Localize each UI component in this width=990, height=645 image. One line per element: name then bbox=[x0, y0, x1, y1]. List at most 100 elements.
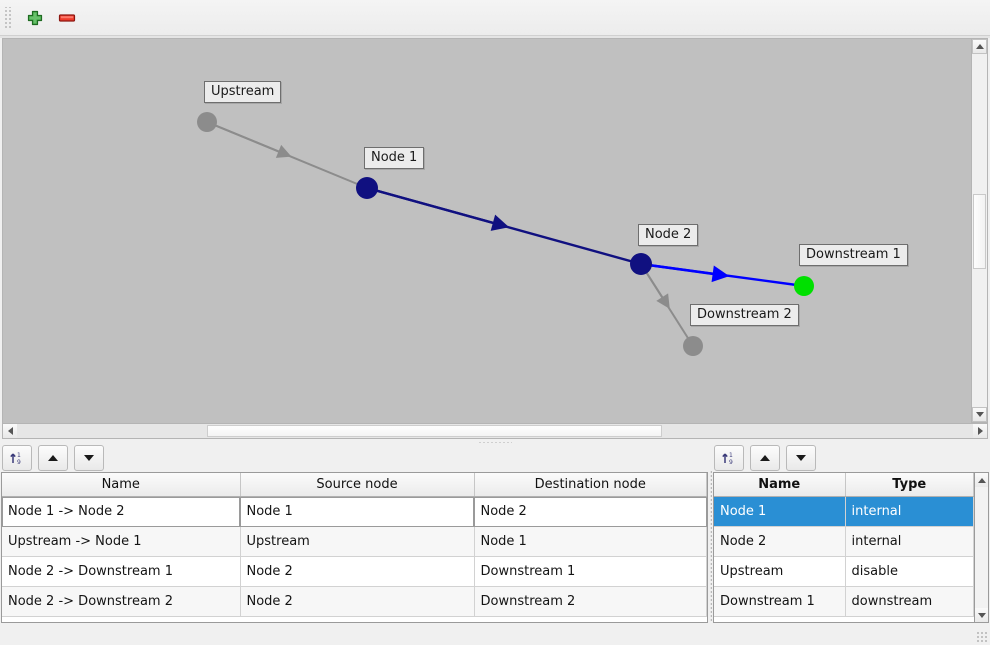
edges-table[interactable]: Name Source node Destination node Node 1… bbox=[1, 472, 708, 623]
triangle-down-icon bbox=[84, 455, 94, 461]
toolbar-drag-handle[interactable] bbox=[3, 7, 13, 29]
edges-cell-source[interactable]: Node 2 bbox=[240, 556, 475, 587]
table-row[interactable]: Node 2 -> Downstream 1 Node 2 Downstream… bbox=[2, 556, 707, 587]
nodes-panel: 1 9 Name Type bbox=[712, 443, 990, 645]
nodes-sort-button[interactable]: 1 9 bbox=[714, 445, 744, 471]
table-row[interactable]: Node 2 internal bbox=[714, 526, 974, 557]
nodes-header-row: Name Type bbox=[714, 473, 974, 497]
table-row[interactable]: Node 1 internal bbox=[714, 496, 974, 527]
nodes-col-name[interactable]: Name bbox=[714, 473, 846, 497]
nodes-table[interactable]: Name Type Node 1 internal Node 2 interna… bbox=[713, 472, 975, 623]
table-row[interactable]: Upstream -> Node 1 Upstream Node 1 bbox=[2, 526, 707, 557]
canvas-vertical-scroll-thumb[interactable] bbox=[973, 194, 986, 269]
edges-move-down-button[interactable] bbox=[74, 445, 104, 471]
canvas-scroll-left-button[interactable] bbox=[3, 424, 17, 438]
edges-col-source[interactable]: Source node bbox=[240, 473, 475, 497]
nodes-move-up-button[interactable] bbox=[750, 445, 780, 471]
table-row[interactable]: Node 2 -> Downstream 2 Node 2 Downstream… bbox=[2, 586, 707, 617]
red-minus-icon bbox=[58, 14, 76, 22]
green-plus-icon bbox=[27, 10, 43, 26]
nodes-cell-name[interactable]: Downstream 1 bbox=[714, 586, 846, 617]
window-resize-grip[interactable] bbox=[976, 631, 988, 643]
graph-node-downstream1[interactable] bbox=[794, 276, 814, 296]
edges-move-up-button[interactable] bbox=[38, 445, 68, 471]
edges-cell-destination[interactable]: Node 2 bbox=[474, 496, 707, 527]
node-label-downstream2[interactable]: Downstream 2 bbox=[690, 304, 799, 326]
svg-text:1: 1 bbox=[729, 452, 733, 459]
nodes-cell-name[interactable]: Node 2 bbox=[714, 526, 846, 557]
edges-sort-button[interactable]: 1 9 bbox=[2, 445, 32, 471]
remove-node-button[interactable] bbox=[51, 3, 83, 33]
nodes-cell-type[interactable]: disable bbox=[845, 556, 974, 587]
edge-node2-to-downstream2[interactable] bbox=[640, 263, 694, 347]
edge-upstream-to-node1[interactable] bbox=[206, 121, 368, 189]
nodes-cell-type[interactable]: internal bbox=[845, 526, 974, 557]
edges-cell-destination[interactable]: Downstream 1 bbox=[474, 556, 707, 587]
chevron-down-icon bbox=[977, 612, 986, 618]
edges-cell-name[interactable]: Node 2 -> Downstream 2 bbox=[2, 586, 241, 617]
sort-ascending-icon: 1 9 bbox=[10, 452, 21, 466]
nodes-scroll-down-button[interactable] bbox=[975, 608, 988, 622]
splitter-grip-icon bbox=[478, 441, 512, 444]
chevron-right-icon bbox=[977, 427, 983, 435]
nodes-scroll-up-button[interactable] bbox=[975, 473, 988, 487]
canvas-horizontal-scroll-thumb[interactable] bbox=[207, 425, 662, 437]
nodes-grid: Name Type Node 1 internal Node 2 interna… bbox=[714, 473, 974, 617]
chevron-down-icon bbox=[975, 412, 984, 417]
edges-toolbar: 1 9 bbox=[2, 445, 104, 471]
triangle-down-icon bbox=[796, 455, 806, 461]
edges-header-row: Name Source node Destination node bbox=[2, 473, 707, 497]
canvas-scroll-down-button[interactable] bbox=[972, 407, 987, 422]
canvas-vertical-scrollbar[interactable] bbox=[971, 38, 988, 423]
chevron-up-icon bbox=[977, 477, 986, 483]
edges-panel: 1 9 Name Source n bbox=[0, 443, 710, 645]
node-label-node1[interactable]: Node 1 bbox=[364, 147, 425, 169]
graph-canvas[interactable]: Upstream Node 1 Node 2 Downstream 1 Down… bbox=[2, 38, 988, 438]
nodes-cell-name[interactable]: Node 1 bbox=[714, 496, 846, 527]
nodes-move-down-button[interactable] bbox=[786, 445, 816, 471]
edge-node1-to-node2[interactable] bbox=[366, 186, 642, 266]
svg-text:9: 9 bbox=[17, 459, 21, 466]
edges-cell-name[interactable]: Node 1 -> Node 2 bbox=[2, 496, 241, 527]
nodes-table-scrollbar[interactable] bbox=[974, 472, 989, 623]
edges-cell-source[interactable]: Upstream bbox=[240, 526, 475, 557]
canvas-horizontal-scrollbar[interactable] bbox=[2, 423, 988, 439]
graph-node-downstream2[interactable] bbox=[683, 336, 703, 356]
edges-col-name[interactable]: Name bbox=[2, 473, 241, 497]
add-node-button[interactable] bbox=[19, 3, 51, 33]
edges-cell-source[interactable]: Node 1 bbox=[240, 496, 475, 527]
toolbar-separator bbox=[0, 35, 990, 38]
svg-text:9: 9 bbox=[729, 459, 733, 466]
sort-ascending-icon: 1 9 bbox=[722, 452, 733, 466]
edges-cell-destination[interactable]: Downstream 2 bbox=[474, 586, 707, 617]
edges-cell-name[interactable]: Node 2 -> Downstream 1 bbox=[2, 556, 241, 587]
graph-node-upstream[interactable] bbox=[197, 112, 217, 132]
node-label-node2[interactable]: Node 2 bbox=[638, 224, 699, 246]
nodes-col-type[interactable]: Type bbox=[845, 473, 974, 497]
node-label-upstream[interactable]: Upstream bbox=[204, 81, 282, 103]
chevron-up-icon bbox=[975, 44, 984, 49]
edges-cell-destination[interactable]: Node 1 bbox=[474, 526, 707, 557]
edges-col-destination[interactable]: Destination node bbox=[474, 473, 707, 497]
graph-node-node2[interactable] bbox=[630, 253, 652, 275]
nodes-cell-type[interactable]: internal bbox=[845, 496, 974, 527]
table-row[interactable]: Downstream 1 downstream bbox=[714, 586, 974, 617]
triangle-up-icon bbox=[48, 455, 58, 461]
graph-node-node1[interactable] bbox=[356, 177, 378, 199]
edges-cell-source[interactable]: Node 2 bbox=[240, 586, 475, 617]
edges-grid: Name Source node Destination node Node 1… bbox=[2, 473, 707, 617]
triangle-up-icon bbox=[760, 455, 770, 461]
graph-canvas-content: Upstream Node 1 Node 2 Downstream 1 Down… bbox=[3, 39, 966, 422]
edge-node2-to-downstream1[interactable] bbox=[640, 262, 805, 288]
node-label-downstream1[interactable]: Downstream 1 bbox=[799, 244, 908, 266]
nodes-cell-name[interactable]: Upstream bbox=[714, 556, 846, 587]
panels-divider[interactable] bbox=[710, 470, 712, 622]
panel-splitter[interactable] bbox=[0, 440, 990, 445]
table-row[interactable]: Node 1 -> Node 2 Node 1 Node 2 bbox=[2, 496, 707, 527]
edges-cell-name[interactable]: Upstream -> Node 1 bbox=[2, 526, 241, 557]
nodes-cell-type[interactable]: downstream bbox=[845, 586, 974, 617]
canvas-scroll-up-button[interactable] bbox=[972, 39, 987, 54]
canvas-scroll-right-button[interactable] bbox=[973, 424, 987, 438]
table-row[interactable]: Upstream disable bbox=[714, 556, 974, 587]
